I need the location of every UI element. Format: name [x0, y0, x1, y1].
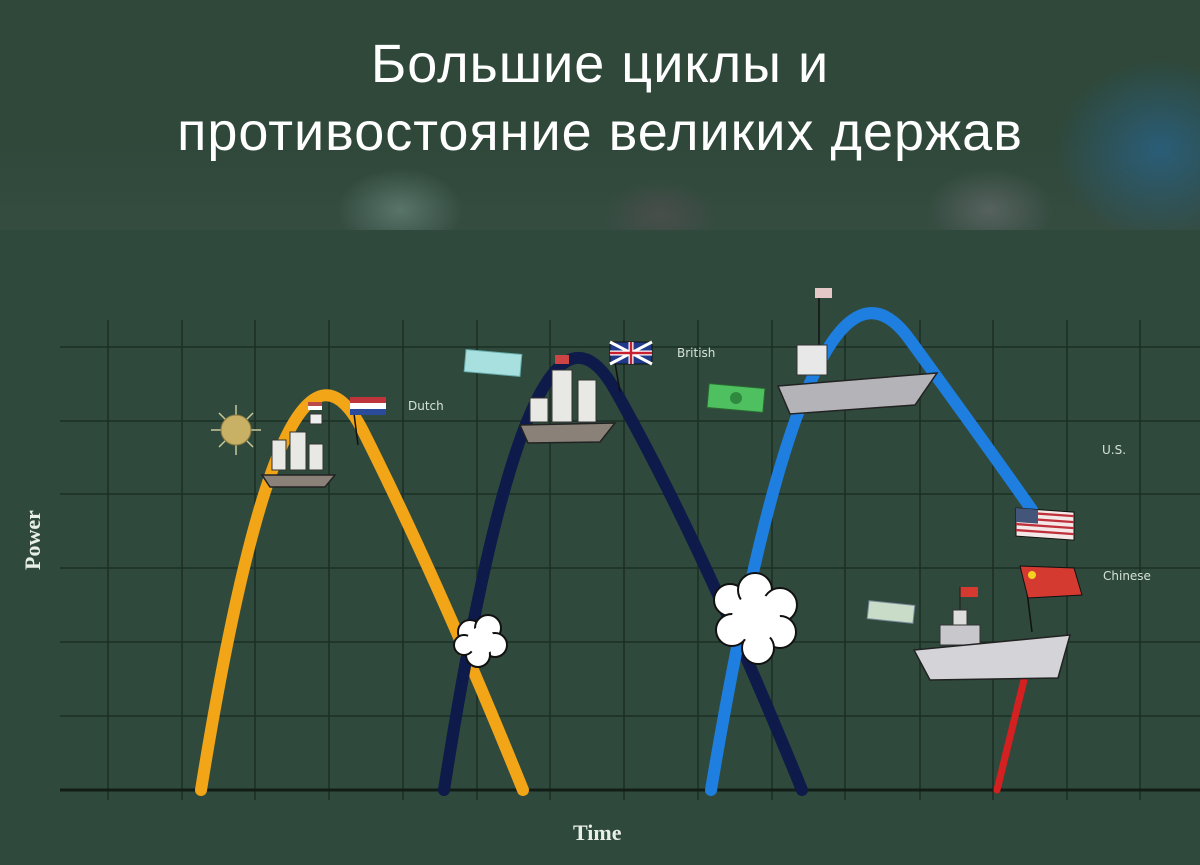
us-flag-icon — [1015, 507, 1075, 541]
x-axis-label: Time — [573, 820, 622, 845]
pound-banknote-icon — [463, 349, 523, 377]
conflict-cloud-icon — [713, 572, 798, 665]
uk-flag-icon — [609, 340, 653, 393]
conflict-cloud-icon — [453, 614, 508, 668]
label-chinese: Chinese — [1103, 569, 1151, 583]
dutch-flag-icon — [350, 397, 386, 446]
yuan-banknote-icon — [866, 600, 916, 624]
label-us: U.S. — [1102, 443, 1127, 457]
series-us-curve — [705, 307, 1038, 796]
title-line-1: Большие циклы и — [370, 34, 830, 94]
aircraft-carrier-icon — [776, 288, 939, 415]
header-banner: Большие циклы и противостояние великих д… — [0, 0, 1200, 230]
power-cycles-chart — [60, 288, 1200, 800]
gold-coin-icon — [211, 405, 261, 455]
y-axis-label: Power — [20, 510, 45, 570]
sailing-ship-icon — [518, 355, 617, 444]
series-chinese-line — [993, 676, 1028, 794]
aircraft-carrier-icon — [912, 587, 1072, 681]
dollar-banknote-icon — [706, 383, 766, 413]
china-flag-icon — [1019, 565, 1083, 633]
label-british: British — [677, 346, 716, 360]
sailing-ship-icon — [260, 402, 337, 488]
grid — [60, 320, 1200, 800]
label-dutch: Dutch — [408, 399, 444, 413]
title-line-2: противостояние великих держав — [177, 102, 1023, 162]
page-title: Большие циклы и противостояние великих д… — [0, 30, 1200, 166]
